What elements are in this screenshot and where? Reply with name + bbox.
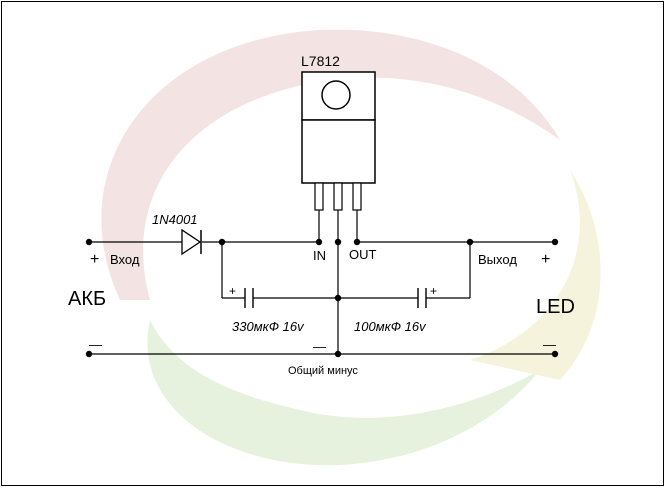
input-side: + Вход АКБ —: [68, 251, 140, 352]
ground-label: Общий минус: [288, 365, 358, 377]
input-minus-mark: —: [89, 337, 102, 352]
load-name: LED: [536, 296, 575, 318]
junction-dot: [315, 238, 323, 246]
capacitor-branch: + + 330мкФ 16v 100мкФ 16v: [221, 242, 471, 334]
input-label: Вход: [110, 252, 140, 267]
junctions: [85, 238, 559, 358]
mounting-hole-icon: [321, 80, 351, 110]
junction-dot: [466, 238, 474, 246]
cap1-label: 330мкФ 16v: [232, 319, 305, 334]
junction-dot: [334, 294, 342, 302]
input-plus-mark: +: [90, 251, 99, 268]
terminal-out-minus: [551, 350, 559, 358]
pin-out-label: OUT: [349, 247, 377, 262]
output-label: Выход: [478, 252, 517, 267]
junction-dot: [334, 350, 342, 358]
cap2-label: 100мкФ 16v: [354, 319, 427, 334]
voltage-regulator: L7812 IN OUT: [301, 53, 377, 263]
diode-part-label: 1N4001: [152, 212, 198, 227]
regulator-part-label: L7812: [301, 53, 340, 69]
output-side: Выход + LED —: [478, 251, 575, 352]
terminal-in-plus: [85, 238, 93, 246]
ground-rail: Общий минус —: [89, 339, 555, 377]
output-minus-mark: —: [543, 337, 556, 352]
cap1-plus-mark: +: [229, 284, 236, 298]
junction-dot: [334, 238, 342, 246]
terminal-in-minus: [85, 350, 93, 358]
pin-in-label: IN: [313, 248, 326, 263]
regulator-body: [301, 119, 376, 184]
output-plus-mark: +: [541, 251, 550, 268]
diode-anode-icon: [181, 228, 202, 256]
junction-dot: [218, 238, 226, 246]
watermark-logo: [101, 29, 601, 466]
ground-minus-mark: —: [313, 339, 326, 354]
cap2-plus-mark: +: [430, 284, 437, 298]
junction-dot: [353, 238, 361, 246]
terminal-out-plus: [551, 238, 559, 246]
source-name: АКБ: [68, 288, 106, 310]
diode: 1N4001: [152, 212, 202, 256]
